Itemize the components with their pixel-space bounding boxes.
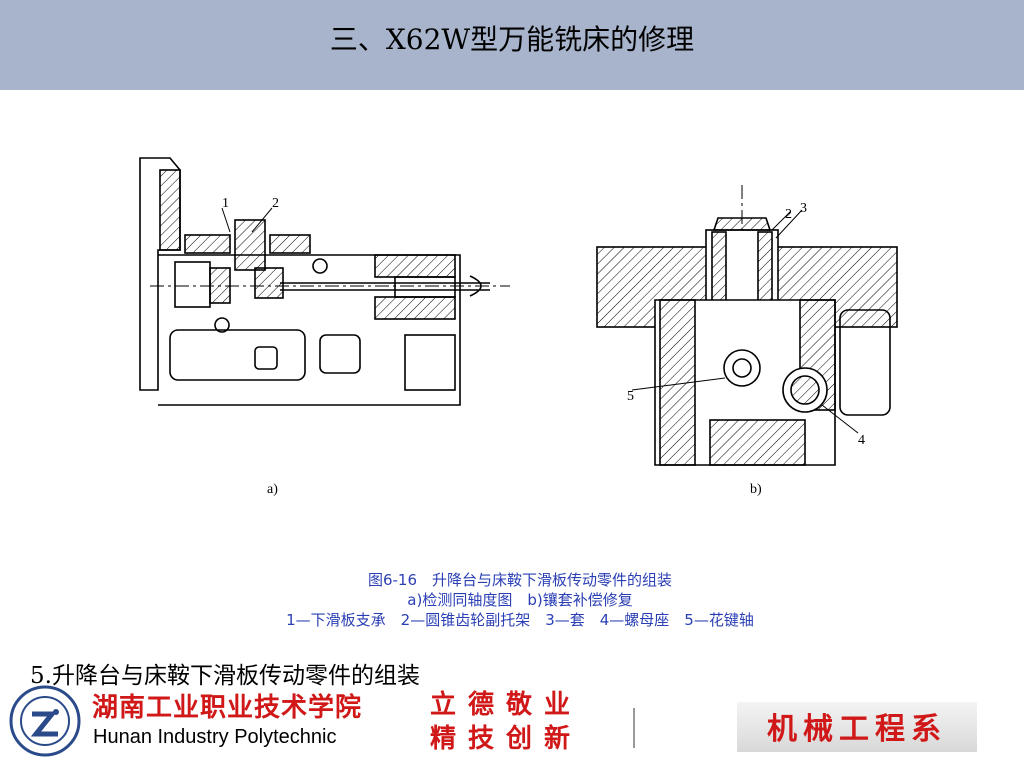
caption-line-3: 1—下滑板支承 2—圆锥齿轮副托架 3—套 4—螺母座 5—花键轴 [286, 611, 754, 629]
page-title: 三、X62W型万能铣床的修理 [329, 23, 695, 56]
caption-line-1: 图6-16 升降台与床鞍下滑板传动零件的组装 [367, 571, 673, 589]
motto-line-1: 立德敬业 [430, 690, 583, 720]
callout-a-1: 1 [222, 196, 229, 211]
drawing-b [596, 185, 898, 466]
callout-b-2: 2 [785, 207, 792, 222]
motto-line-2: 精技创新 [430, 724, 583, 754]
callout-b-4: 4 [858, 433, 865, 448]
callout-b-5: 5 [627, 389, 634, 404]
school-name-chinese: 湖南工业职业技术学院 [92, 693, 363, 723]
callout-b-3: 3 [800, 201, 807, 216]
drawing-a [139, 157, 510, 406]
department-name: 机械工程系 [767, 712, 947, 747]
caption-line-2: a)检测同轴度图 b)镶套补偿修复 [407, 591, 633, 609]
callout-a-2: 2 [272, 196, 279, 211]
school-emblem-icon [9, 685, 81, 757]
school-name-english: Hunan Industry Polytechnic [93, 726, 337, 748]
figure-label-b: b) [750, 482, 762, 497]
footer-divider [633, 708, 635, 748]
figure-label-a: a) [267, 482, 278, 497]
mechanical-figure: 1 2 2 3 5 4 [139, 157, 898, 466]
department-box [737, 702, 977, 752]
section-subtitle: 5.升降台与床鞍下滑板传动零件的组装 [30, 663, 420, 689]
header-bar [0, 0, 1024, 90]
